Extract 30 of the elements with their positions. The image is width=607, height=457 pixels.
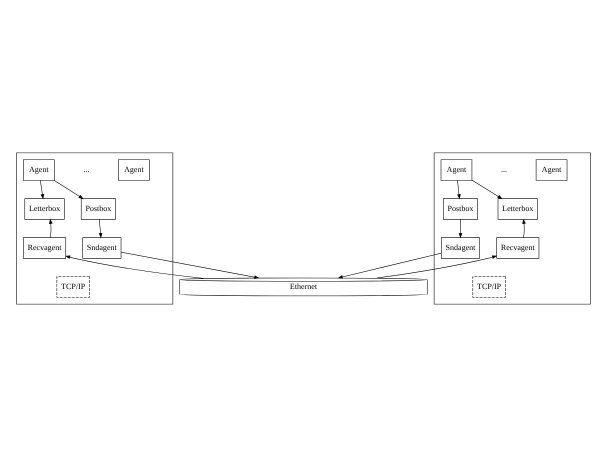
node-box: Letterbox xyxy=(24,198,65,220)
node-box: Sndagent xyxy=(441,237,480,259)
node-box: Agent xyxy=(118,159,150,181)
node-box: Sndagent xyxy=(82,237,122,259)
cluster xyxy=(434,152,591,304)
label: ... xyxy=(83,165,90,174)
arrow xyxy=(65,256,204,279)
node-box: TCP/IP xyxy=(472,276,506,298)
node-box: TCP/IP xyxy=(56,276,90,298)
node-box: Recvagent xyxy=(23,237,66,259)
arrow xyxy=(472,180,503,200)
node-box: Agent xyxy=(440,159,472,181)
arrow xyxy=(522,218,526,238)
arrow xyxy=(457,180,461,200)
arrow xyxy=(40,180,44,200)
node-box: Postbox xyxy=(80,198,116,220)
cluster xyxy=(16,152,174,304)
arrow xyxy=(338,252,442,279)
label: ... xyxy=(501,165,508,174)
arrow xyxy=(458,219,462,238)
node-box: Agent xyxy=(536,159,568,181)
arrow xyxy=(54,180,84,200)
node-box: Postbox xyxy=(443,198,478,220)
node-box: Agent xyxy=(23,159,55,181)
arrow xyxy=(120,252,260,279)
arrow xyxy=(98,219,102,238)
arrow xyxy=(49,218,53,238)
node-box: Recvagent xyxy=(496,237,540,259)
arrow xyxy=(376,255,498,278)
node-box: Letterbox xyxy=(498,198,538,220)
